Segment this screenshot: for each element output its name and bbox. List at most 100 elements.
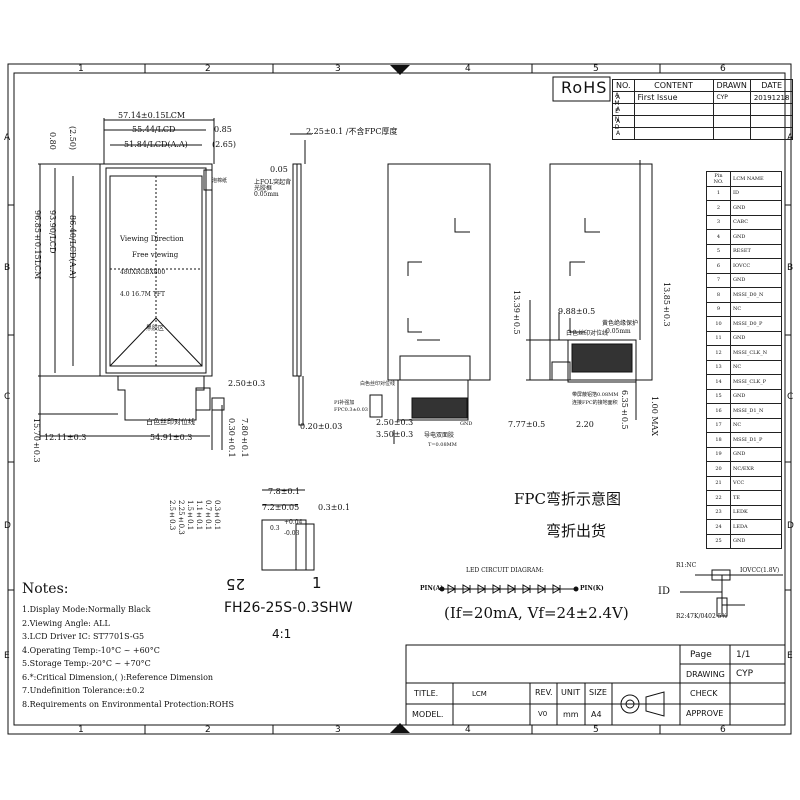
col-label-2-bottom: 2 [205,725,211,735]
col-label-6-bottom: 6 [720,725,726,735]
pin-signal-name: NC [730,417,782,433]
yellow-tape-label: 黄色绝缘保护 [602,320,639,327]
rev-letter: E [615,108,619,115]
row-label-c: C [4,392,11,402]
dim-aa-height: 86.40/LCD(A.A) [68,215,77,279]
dim-1339: 13.39±0.5 [512,290,521,335]
col-label-3-bottom: 3 [335,725,341,735]
dim-fpc-250: 2.50±0.3 [228,379,266,388]
pin-number: 16 [706,403,731,419]
rev-letter: N [614,116,620,123]
tb-drawing-value: CYP [736,669,754,679]
tb-unit-value: mm [563,710,579,719]
pin-signal-name: ID [730,185,782,201]
yellow-tape-thickness: 0.05mm [606,328,631,335]
side-view [290,133,312,426]
dim-080: 0.80 [48,132,57,150]
conn-vertical-dim: 2.25±0.3 [177,500,185,535]
tb-page-label: Page [690,650,712,660]
conn-dim-78: 7.8±0.1 [268,487,301,496]
dim-265: (2.65) [212,140,237,149]
pin-number: 13 [706,359,731,375]
pin-signal-name: GND [730,272,782,288]
pin-signal-name: VCC [730,475,782,491]
dim-1570: 15.70±0.3 [32,418,41,463]
pin-signal-name: GND [730,200,782,216]
col-label-4-bottom: 4 [465,725,471,735]
dim-030: 0.30±0.1 [227,418,236,458]
led-diode-icon [537,584,547,594]
conn-dim-03b: 0.3 [270,525,280,532]
conn-vertical-dim: 1.1±0.1 [195,500,203,531]
note-item: 5.Storage Temp:-20°C ~ +70°C [22,659,151,668]
pin-table-header: Pin NO. LCM NAME [706,171,782,187]
front-view [38,118,225,450]
tb-check-label: CHECK [690,689,718,698]
pin-number: 12 [706,345,731,361]
dim-5491: 54.91±0.3 [150,433,193,442]
shield-note: 带屏蔽铝箔0.08MM [572,392,619,398]
tb-title-value: LCM [472,690,487,698]
note-item: 2.Viewing Angle: ALL [22,618,110,628]
notes-block: Notes: 1.Display Mode:Normally Black 2.V… [22,581,234,711]
dim-1385: 13.85±0.3 [662,282,671,327]
rev-header-content: CONTENT [633,79,714,92]
id-r2: R2:47K/0402 5% [676,613,728,620]
pin-signal-name: MSSI_CLK_N [730,345,782,361]
row-label-e-right: E [787,651,793,661]
pin-signal-name: GND [730,229,782,245]
notes-title: Notes: [22,581,69,597]
pin-number: 3 [706,214,731,230]
dim-thickness: 2.25±0.1 /不含FPC厚度 [306,127,398,136]
conductive-tape: 导电双面胶 [424,432,455,439]
dim-1211: 12.11±0.3 [44,433,87,442]
pin-signal-name: RESET [730,243,782,259]
dim-lcm-height: 96.85±0.15LCM [33,210,42,280]
resolution: 480XRGBX800 [120,269,166,276]
row-label-a: A [4,133,11,143]
pin-number: 7 [706,272,731,288]
dim-250: (2.50) [68,126,77,151]
pin-number: 11 [706,330,731,346]
pin-number: 1 [706,185,731,201]
pin-signal-name: IOVCC [730,258,782,274]
led-string [447,584,562,594]
connector-drawing [261,489,315,571]
connector-scale: 4:1 [272,627,292,641]
pin-number: 2 [706,200,731,216]
pin-signal-name: MSSI_D0_P [730,316,782,332]
tb-approve-label: APPROVE [686,709,724,718]
led-spec: (If=20mA, Vf=24±2.4V) [444,604,629,622]
revision-header-row: NO. CONTENT DRAWN DATE [612,79,794,92]
rohs-box [552,76,611,102]
pin-signal-name: GND [730,533,782,549]
pin-number: 20 [706,461,731,477]
id-r1: R1:NC [676,562,697,569]
note-item: 6.*:Critical Dimension,( ):Reference Dim… [22,672,214,682]
pin-number: 8 [706,287,731,303]
row-label-b-right: B [787,263,794,273]
conn-vertical-dim: 1.5±0.1 [186,500,194,531]
led-diode-icon [507,584,517,594]
rev-header-drawn: DRAWN [712,79,751,92]
pin-signal-name: CABC [730,214,782,230]
rohs-logo: RoHS [561,78,608,97]
led-diode-icon [447,584,457,594]
pin-signal-name: MSSI_D1_N [730,403,782,419]
col-label-2: 2 [205,64,211,74]
rev-drawn: CYP [712,91,751,104]
led-diode-icon [477,584,487,594]
dim-020: 0.20±0.03 [300,422,343,431]
